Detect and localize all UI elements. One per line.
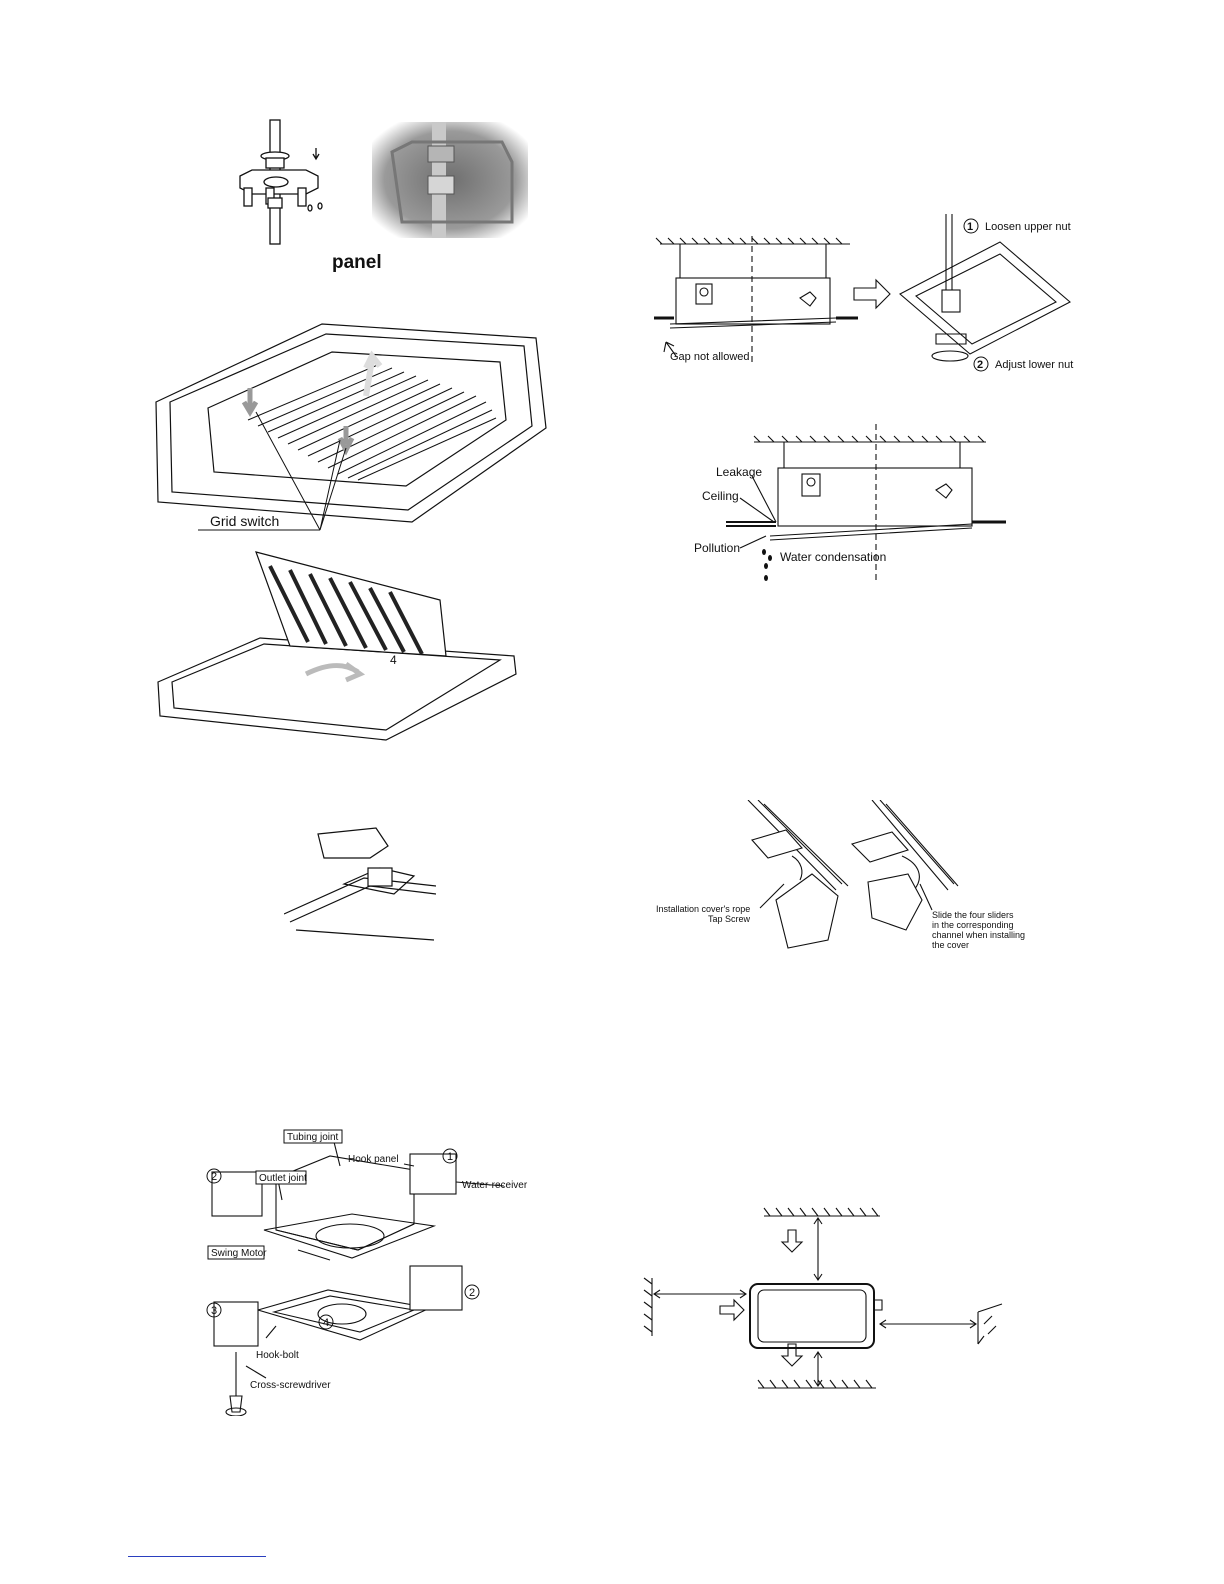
water-receiver-label: Water-receiver [462,1180,528,1191]
water-condensation-label: Water condensation [780,550,886,564]
svg-text:Tubing joint: Tubing joint [287,1132,339,1143]
leakage-label: Leakage [716,465,762,479]
leakage-figure: Leakage Ceiling Pollution Water condensa… [690,424,1010,588]
clearance-diagram [638,1204,1010,1396]
grille-panel-figure: Grid switch [150,316,552,540]
svg-text:Swing Motor: Swing Motor [211,1248,267,1259]
slide-line-1: Slide the four sliders [932,910,1014,920]
panel-caption: panel [332,252,382,273]
slide-line-3: channel when installing [932,930,1025,940]
hook-panel-label: Hook panel [348,1154,399,1165]
panel-hooks-figure: Tubing joint Hook panel Outlet joint Wat… [200,1126,532,1416]
slide-line-2: in the corresponding [932,920,1014,930]
swing-motor-tag: Swing Motor [207,1245,267,1260]
step-2-marker: 2 [211,1171,217,1183]
footer-link-rule [128,1556,266,1557]
nut-adjust-figure: 1 Loosen upper nut 2 Adjust lower nut Ga… [640,214,1080,376]
hook-bolt-label: Hook-bolt [256,1350,299,1361]
step-1-number: 1 [967,221,973,233]
gap-not-allowed-label: Gap not allowed [670,351,750,363]
grid-switch-label: Grid switch [210,513,279,529]
loosen-upper-nut-label: Loosen upper nut [985,221,1071,233]
ceiling-label: Ceiling [702,489,739,503]
step-1-marker: 1 [447,1151,453,1163]
nut-photo [372,122,528,238]
step-2b-marker: 2 [469,1287,475,1299]
step-4-marker: 4 [323,1317,329,1329]
pollution-label: Pollution [694,541,740,555]
svg-text:Outlet joint: Outlet joint [259,1173,307,1184]
cover-rope-label: Installation cover's rope [656,904,750,914]
step-3-marker: 3 [211,1305,217,1317]
tubing-joint-tag: Tubing joint [283,1129,343,1144]
adjust-lower-nut-label: Adjust lower nut [995,359,1073,371]
nut-washer-drawing [222,118,334,246]
step-2-number: 2 [977,359,983,371]
outlet-joint-tag: Outlet joint [255,1170,307,1185]
corner-cover-figure [284,824,436,952]
slide-line-4: the cover [932,940,969,950]
angle-label: 4 [390,653,397,667]
cross-screwdriver-label: Cross-screwdriver [250,1380,331,1391]
tap-screw-label: Tap Screw [708,914,751,924]
grille-open-figure: 4 [150,546,526,744]
installation-cover-figure: Installation cover's rope Tap Screw Slid… [652,800,1036,950]
